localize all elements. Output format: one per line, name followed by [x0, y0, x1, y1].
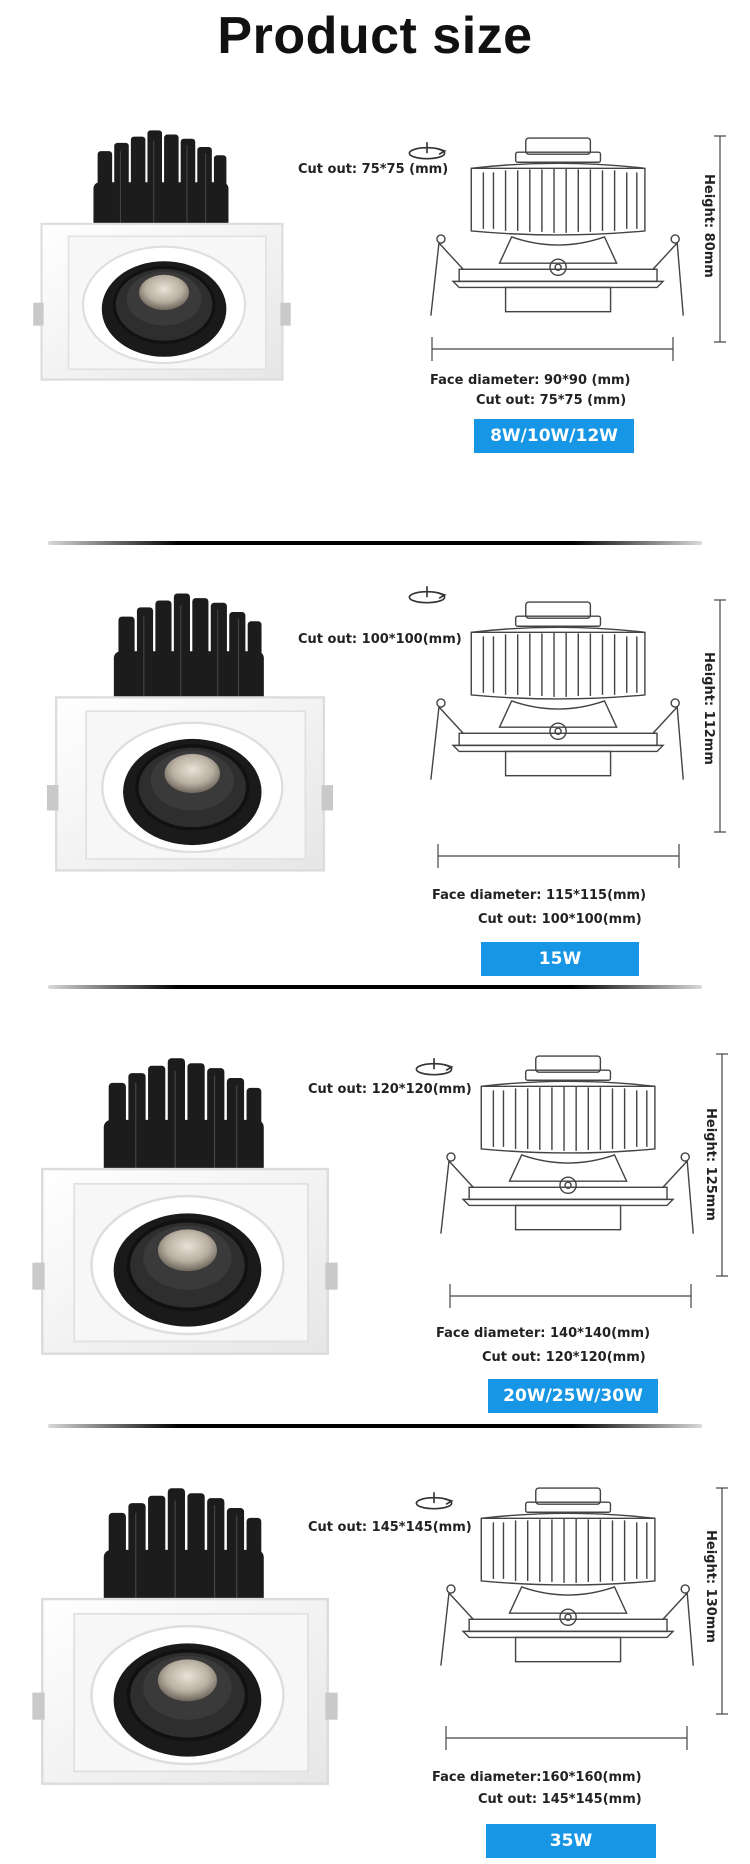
section-divider [48, 1424, 702, 1428]
section-divider [48, 541, 702, 545]
wattage-badge: 8W/10W/12W [474, 419, 634, 453]
height-label: Height: 130mm [703, 1530, 718, 1643]
height-dimension-line [716, 1053, 728, 1277]
cutout-bottom-label: Cut out: 75*75 (mm) [476, 393, 627, 408]
downlight-line-drawing [410, 134, 690, 346]
section-divider [48, 985, 702, 989]
cutout-bottom-label: Cut out: 100*100(mm) [478, 912, 642, 927]
downlight-line-drawing [420, 1484, 700, 1696]
product-section-4: Cut out: 145*145(mm) Height: 130mm Face … [0, 1434, 750, 1864]
wattage-badge: 15W [481, 942, 639, 976]
wattage-badge: 20W/25W/30W [488, 1379, 658, 1413]
face-diameter-label: Face diameter: 90*90 (mm) [430, 373, 631, 388]
height-dimension-line [716, 1487, 728, 1715]
face-diameter-dimension-line [445, 1726, 688, 1750]
rotate-icon [412, 1490, 456, 1512]
downlight-photo [26, 582, 354, 882]
face-diameter-label: Face diameter:160*160(mm) [432, 1770, 642, 1785]
face-diameter-dimension-line [449, 1284, 692, 1308]
cutout-top-label: Cut out: 145*145(mm) [308, 1520, 472, 1535]
cutout-bottom-label: Cut out: 120*120(mm) [482, 1350, 646, 1365]
height-dimension-line [714, 599, 726, 833]
rotate-icon [412, 1056, 456, 1078]
height-label: Height: 112mm [701, 652, 716, 765]
product-section-1: Cut out: 75*75 (mm) Height: 80mm Face di… [0, 110, 750, 560]
downlight-photo [20, 1046, 350, 1366]
downlight-photo [22, 120, 302, 390]
rotate-icon [405, 584, 449, 606]
wattage-badge: 35W [486, 1824, 656, 1858]
face-diameter-label: Face diameter: 140*140(mm) [436, 1326, 651, 1341]
cutout-top-label: Cut out: 75*75 (mm) [298, 162, 449, 177]
face-diameter-label: Face diameter: 115*115(mm) [432, 888, 647, 903]
product-section-3: Cut out: 120*120(mm) Height: 125mm Face … [0, 996, 750, 1446]
page-title: Product size [217, 7, 533, 65]
cutout-bottom-label: Cut out: 145*145(mm) [478, 1792, 642, 1807]
cutout-top-label: Cut out: 120*120(mm) [308, 1082, 472, 1097]
rotate-icon [405, 140, 449, 162]
downlight-photo [20, 1476, 350, 1796]
height-dimension-line [714, 135, 726, 343]
height-label: Height: 125mm [703, 1108, 718, 1221]
height-label: Height: 80mm [701, 174, 716, 278]
face-diameter-dimension-line [437, 844, 680, 868]
face-diameter-dimension-line [431, 337, 674, 361]
downlight-line-drawing [410, 598, 690, 810]
product-section-2: Cut out: 100*100(mm) Height: 112mm Face … [0, 552, 750, 1002]
cutout-top-label: Cut out: 100*100(mm) [298, 632, 462, 647]
